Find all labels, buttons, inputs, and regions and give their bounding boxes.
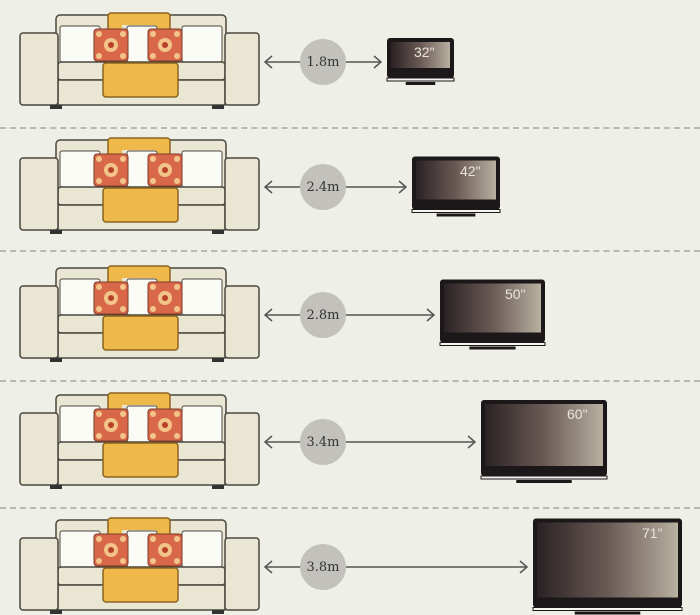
dashed-divider	[0, 127, 700, 129]
row-graphic	[19, 517, 683, 615]
sofa	[19, 137, 260, 234]
dashed-divider	[0, 380, 700, 382]
distance-label: 3.4m	[300, 419, 346, 465]
row-graphic	[19, 392, 608, 489]
sofa	[19, 265, 260, 362]
sofa	[19, 392, 260, 489]
distance-label: 2.4m	[300, 164, 346, 210]
row-42in: 2.4m 42"	[0, 125, 700, 250]
sofa	[19, 517, 260, 614]
pillow	[93, 533, 129, 567]
tv	[411, 156, 501, 217]
row-50in: 2.8m 50"	[0, 253, 700, 378]
pillow	[147, 153, 183, 187]
pillow	[93, 281, 129, 315]
tv	[480, 400, 608, 483]
pillow	[147, 533, 183, 567]
tv	[532, 518, 683, 615]
row-60in: 3.4m 60"	[0, 380, 700, 505]
tv-size-label: 50"	[505, 285, 526, 302]
pillow	[147, 408, 183, 442]
tv-size-label: 71"	[642, 524, 663, 541]
distance-arrow	[263, 435, 477, 449]
tv	[439, 279, 546, 350]
row-graphic	[19, 12, 455, 109]
pillow	[93, 28, 129, 62]
distance-label: 3.8m	[300, 544, 346, 590]
dashed-divider	[0, 250, 700, 252]
pillow	[147, 28, 183, 62]
tv-size-label: 60"	[567, 406, 588, 422]
pillow	[93, 408, 129, 442]
row-graphic	[19, 265, 546, 362]
tv-size-label: 32"	[414, 44, 435, 60]
dashed-divider	[0, 507, 700, 509]
pillow	[147, 281, 183, 315]
sofa	[19, 12, 260, 109]
pillow	[93, 153, 129, 187]
row-graphic	[19, 137, 501, 234]
distance-label: 1.8m	[300, 39, 346, 85]
tv	[386, 38, 455, 85]
distance-arrow	[263, 308, 436, 322]
tv-size-label: 42"	[460, 162, 481, 179]
row-32in: 1.8m 32"	[0, 0, 700, 125]
distance-label: 2.8m	[300, 292, 346, 338]
row-71in: 3.8m 71"	[0, 505, 700, 615]
